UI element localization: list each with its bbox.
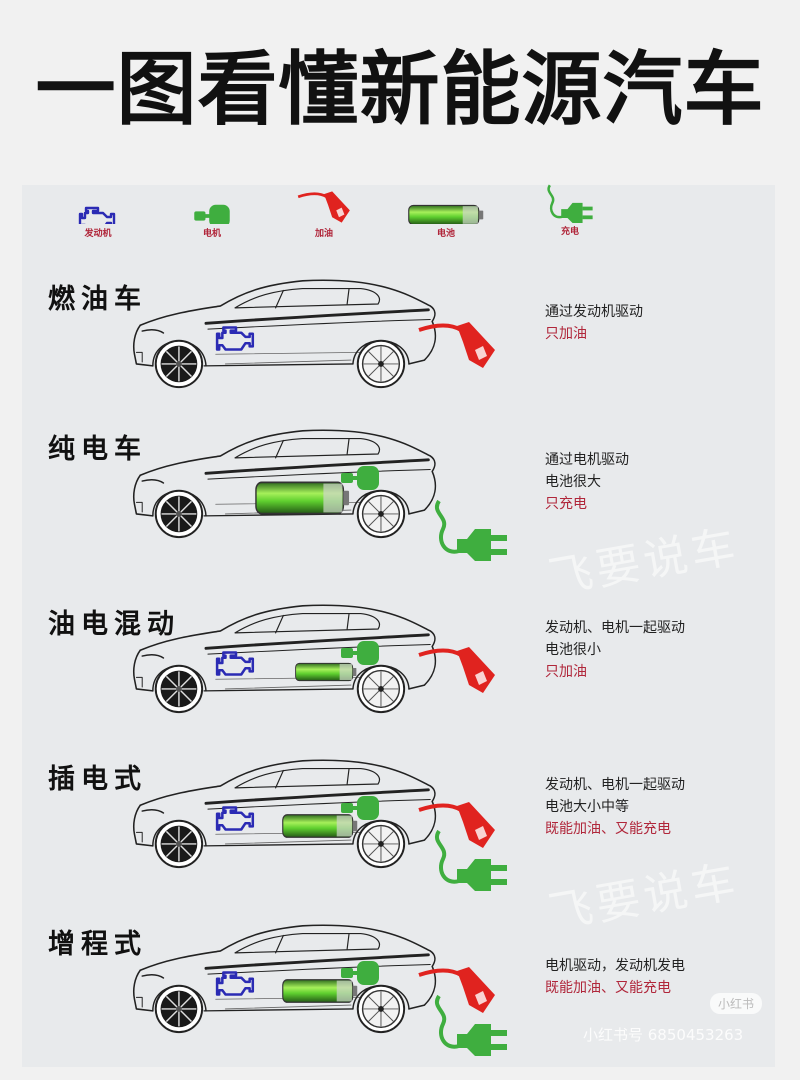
page-title: 一图看懂新能源汽车 — [35, 43, 765, 136]
engine-icon — [215, 651, 255, 676]
legend-label: 加油 — [314, 229, 333, 239]
vehicle-type-label: 纯电车 — [48, 434, 147, 465]
description-line: 电池大小中等 — [545, 799, 629, 815]
motor-icon — [194, 204, 230, 224]
engine-icon — [215, 971, 255, 996]
fuel-nozzle-icon — [296, 190, 352, 224]
description-line: 通过发动机驱动 — [545, 304, 643, 320]
battery-icon — [282, 979, 358, 1003]
vehicle-type-label: 燃油车 — [48, 284, 147, 315]
vehicle-row: 燃油车通过发动机驱动只加油 — [0, 265, 800, 435]
legend-label: 电机 — [202, 229, 221, 239]
battery-icon — [255, 481, 350, 515]
vehicle-description: 通过发动机驱动只加油 — [545, 301, 643, 345]
fuel-nozzle-icon — [419, 802, 495, 848]
vehicle-row: 油电混动 发动机、电机一起驱动电池很小只加油 — [0, 590, 800, 760]
xiaohongshu-badge: 小红书 — [710, 993, 763, 1014]
vehicle-type-label: 增程式 — [48, 929, 147, 960]
description-line: 只加油 — [545, 326, 587, 342]
vehicle-description: 通过电机驱动电池很大只充电 — [545, 449, 629, 515]
description-line: 电池很小 — [545, 642, 601, 658]
engine-icon — [215, 806, 255, 831]
car-illustration — [132, 278, 437, 389]
fuel-nozzle-icon — [419, 322, 495, 368]
battery-icon — [295, 662, 357, 682]
legend-label: 电池 — [436, 229, 455, 239]
vehicle-type-label: 插电式 — [48, 764, 147, 795]
fuel-nozzle-icon — [419, 647, 495, 693]
battery-icon — [408, 204, 484, 224]
vehicle-row: 增程式电机驱动，发动机发电既能加油、又能充电 — [0, 910, 800, 1080]
description-line: 既能加油、又能充电 — [545, 821, 671, 837]
legend-label: 充电 — [560, 227, 579, 237]
charge-plug-icon — [437, 501, 507, 561]
battery-icon — [282, 814, 358, 838]
description-line: 通过电机驱动 — [545, 452, 629, 468]
description-line: 发动机、电机一起驱动 — [545, 777, 685, 793]
description-line: 只加油 — [545, 664, 587, 680]
description-line: 只充电 — [545, 496, 587, 512]
description-line: 电池很大 — [545, 474, 601, 490]
car-illustration — [132, 923, 437, 1034]
account-id: 小红书号 6850453263 — [583, 1026, 744, 1044]
vehicle-description: 发动机、电机一起驱动电池很小只加油 — [545, 617, 685, 683]
infographic-card — [22, 185, 775, 1067]
legend-label: 发动机 — [84, 229, 112, 239]
vehicle-type-label: 油电混动 — [48, 609, 180, 640]
vehicle-row: 纯电车通过电机驱动电池很大只充电 — [0, 415, 800, 585]
motor-icon — [341, 466, 379, 490]
fuel-nozzle-icon — [419, 967, 495, 1013]
vehicle-description: 电机驱动，发动机发电既能加油、又能充电 — [545, 955, 685, 999]
vehicle-row: 插电式 发动机、电机一起驱动电池大小中等既能加油、又能充电 — [0, 745, 800, 915]
description-line: 电机驱动，发动机发电 — [545, 958, 685, 974]
legend-fuel: 加油 — [274, 190, 374, 239]
motor-icon — [341, 641, 379, 665]
description-line: 既能加油、又能充电 — [545, 980, 671, 996]
charge-plug-icon — [547, 184, 595, 225]
car-illustration — [132, 758, 437, 869]
description-line: 发动机、电机一起驱动 — [545, 620, 685, 636]
legend-battery: 电池 — [396, 190, 496, 239]
legend-engine: 发动机 — [48, 190, 148, 239]
legend-motor: 电机 — [162, 190, 262, 239]
engine-icon — [78, 206, 116, 224]
vehicle-description: 发动机、电机一起驱动电池大小中等既能加油、又能充电 — [545, 774, 685, 840]
legend-charge: 充电 — [520, 184, 620, 237]
engine-icon — [215, 326, 255, 351]
